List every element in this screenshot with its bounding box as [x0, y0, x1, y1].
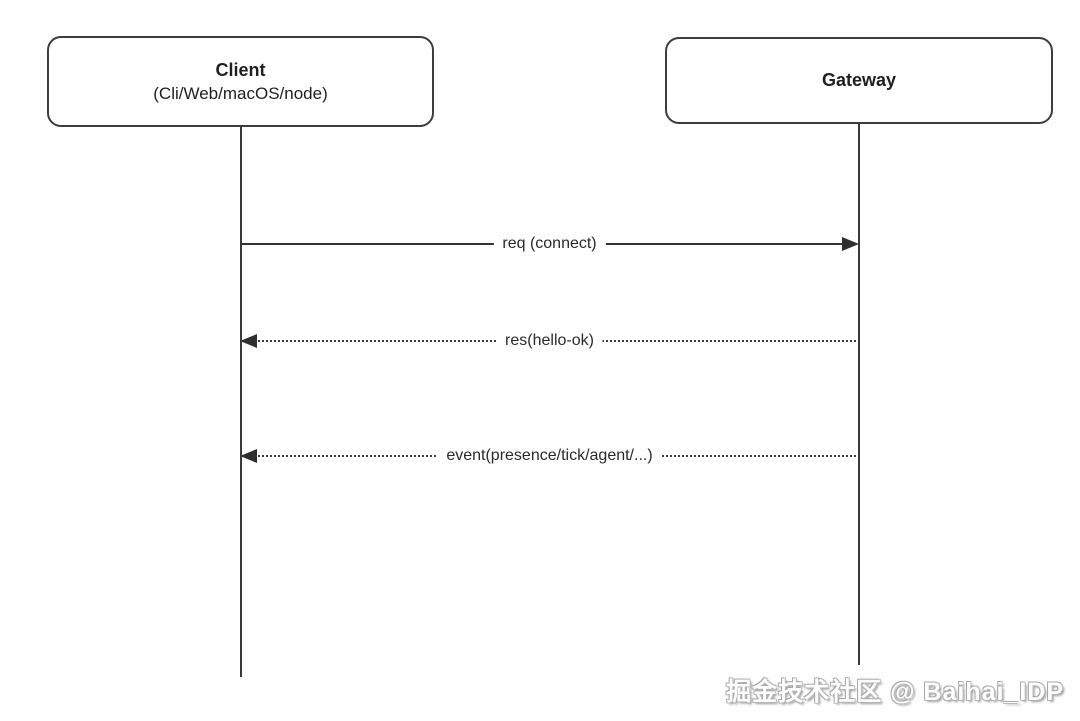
arrowhead-right-icon	[842, 237, 859, 251]
arrowhead-left-icon	[240, 449, 257, 463]
message-label: req (connect)	[493, 235, 606, 253]
actor-gateway-title: Gateway	[821, 70, 897, 91]
lifeline-client	[240, 126, 242, 677]
message-label: res(hello-ok)	[496, 332, 603, 350]
message-label: event(presence/tick/agent/...)	[437, 447, 662, 465]
lifeline-gateway	[858, 123, 860, 665]
actor-client-title: Client	[215, 59, 266, 80]
actor-box-gateway: Gateway	[665, 37, 1053, 124]
arrowhead-left-icon	[240, 334, 257, 348]
actor-box-client: Client (Cli/Web/macOS/node)	[47, 36, 434, 127]
actor-client-subtitle: (Cli/Web/macOS/node)	[153, 84, 328, 104]
watermark-text: 掘金技术社区 @ Baihai_IDP	[726, 678, 1064, 706]
